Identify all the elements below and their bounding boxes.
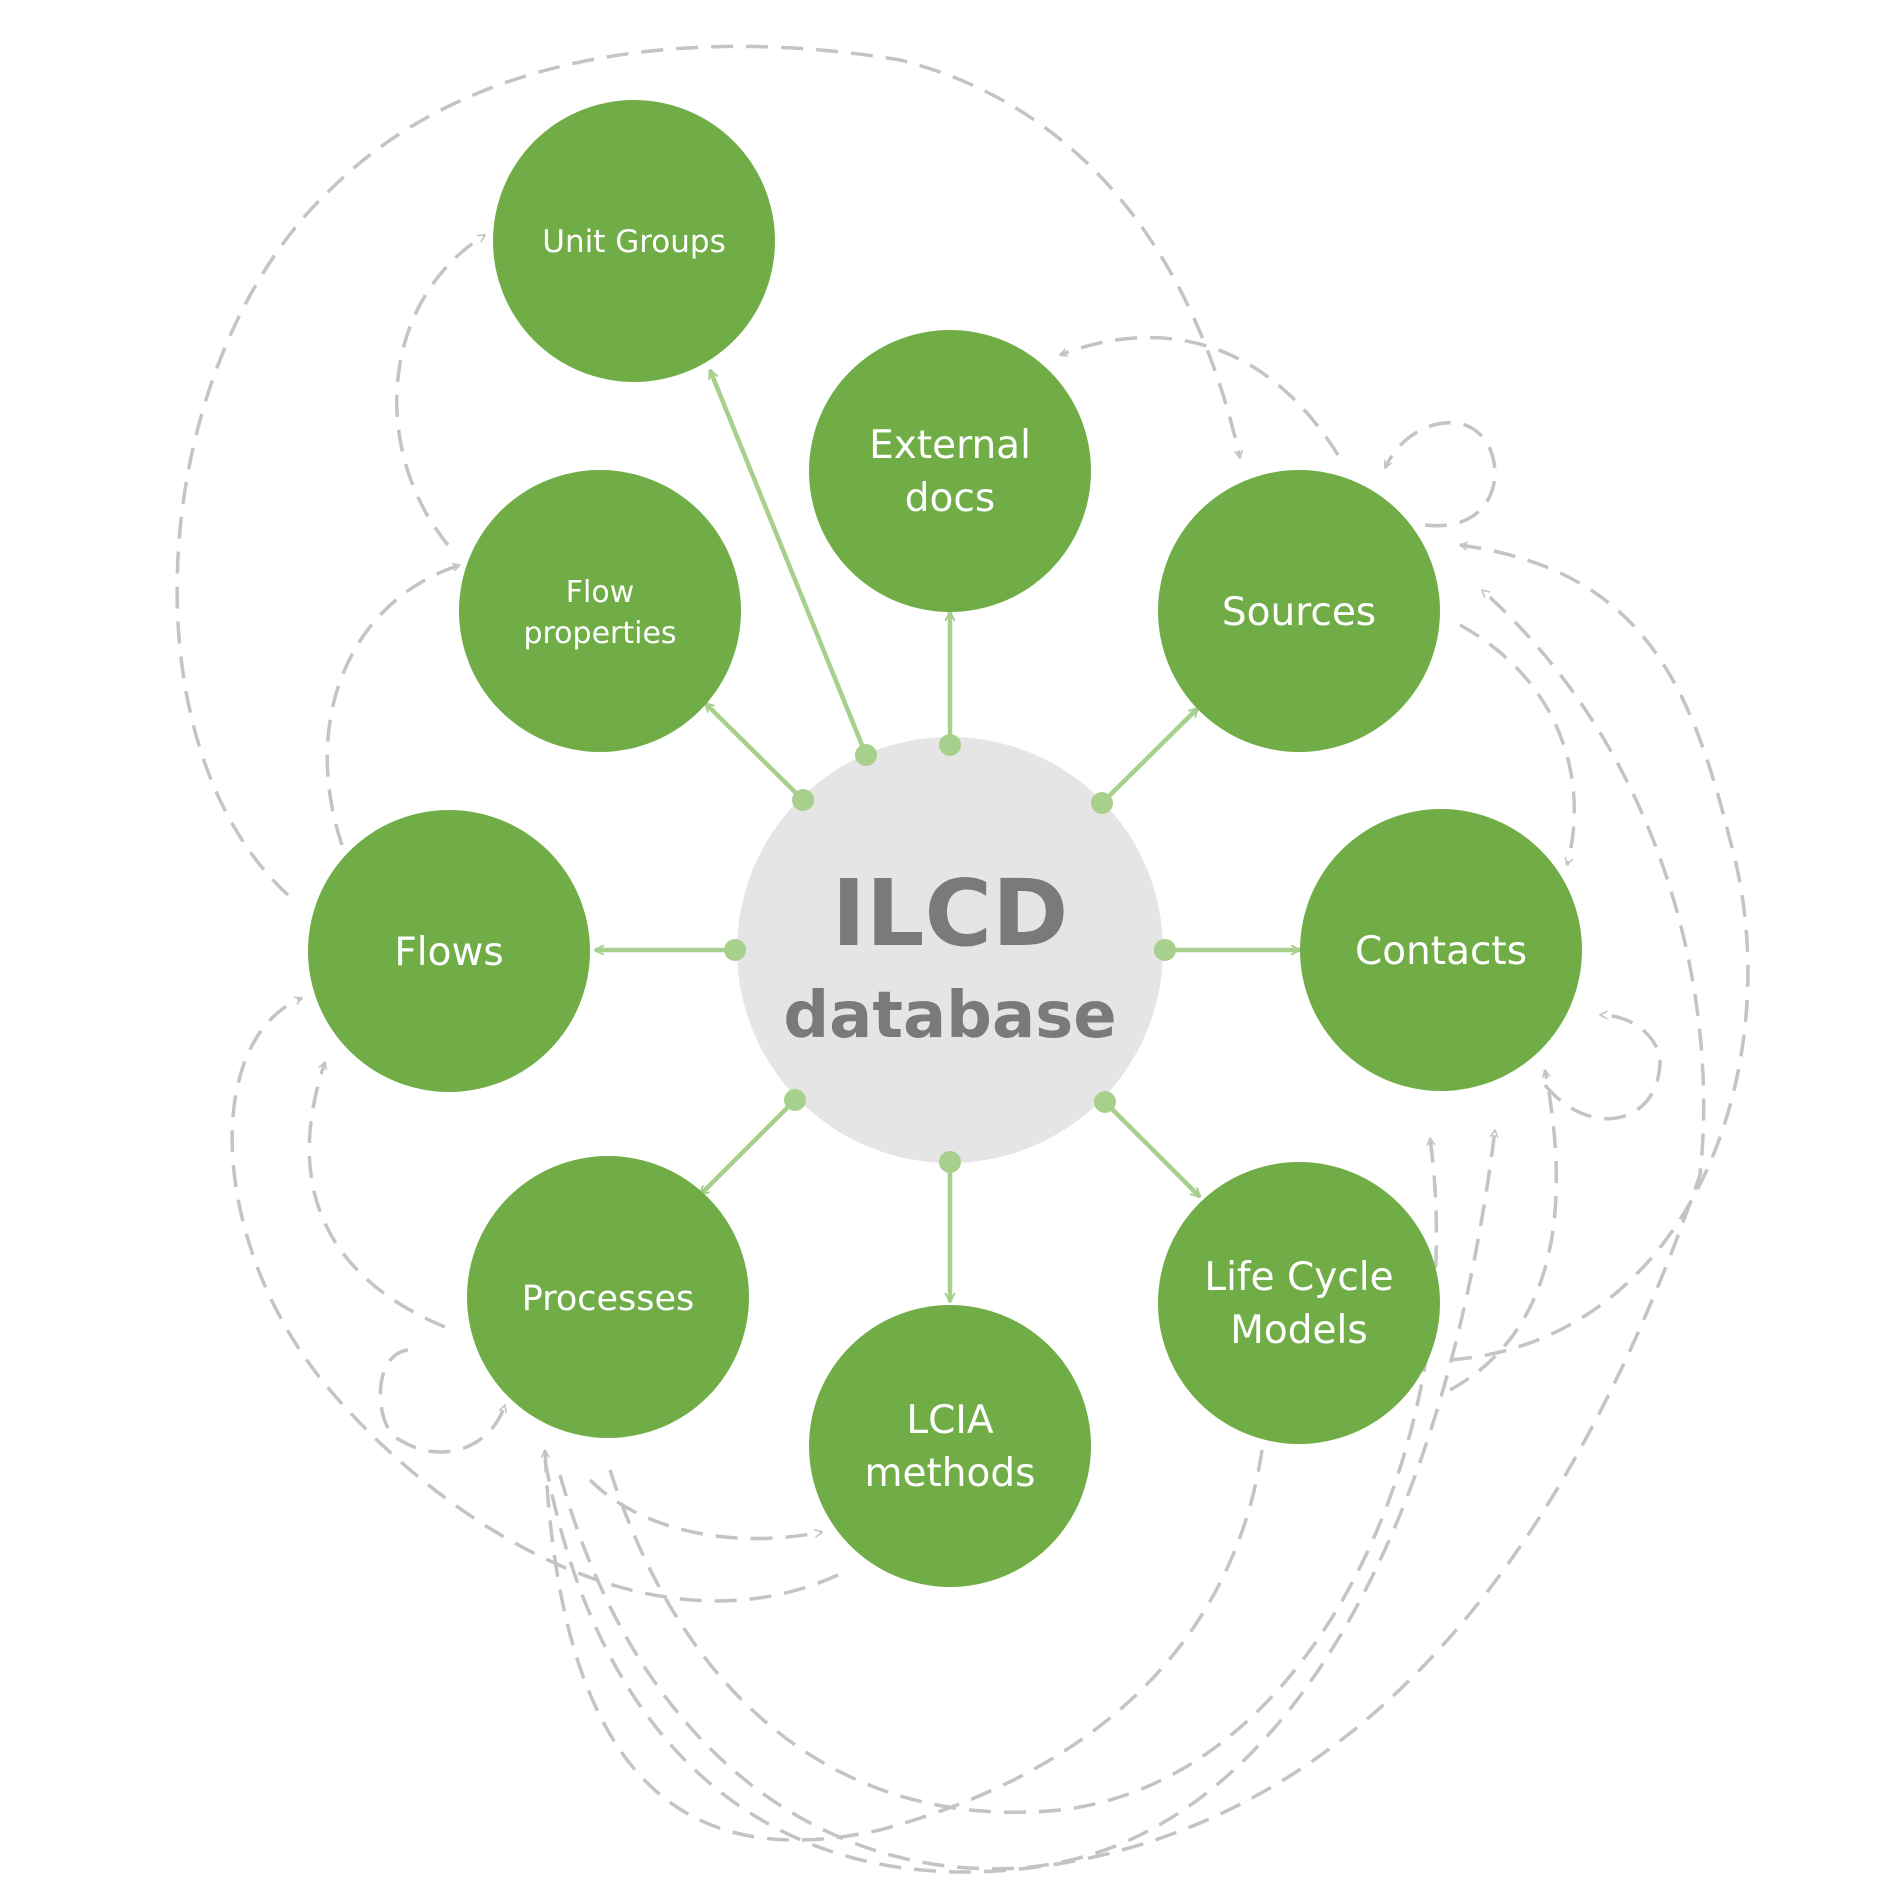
node-unit-groups-circle bbox=[493, 100, 775, 382]
node-flow-properties-label-1: Flow bbox=[566, 575, 634, 610]
node-contacts-label: Contacts bbox=[1355, 929, 1527, 974]
dashed-link-lcm-to-processes bbox=[540, 1449, 1264, 1842]
node-flow-properties: Flow properties bbox=[459, 470, 741, 752]
node-processes-circle bbox=[467, 1156, 749, 1438]
node-flows-label: Flows bbox=[394, 930, 503, 975]
node-external-docs-label-2: docs bbox=[905, 476, 995, 521]
node-life-cycle-models-label-1: Life Cycle bbox=[1204, 1255, 1393, 1300]
spoke-dot bbox=[939, 1151, 961, 1173]
node-unit-groups-label: Unit Groups bbox=[542, 224, 726, 260]
node-contacts-circle bbox=[1300, 809, 1582, 1091]
spoke-dot bbox=[1091, 792, 1113, 814]
dashed-link-processes-to-contacts-long-2 bbox=[608, 1137, 1439, 1815]
spoke-dot bbox=[784, 1089, 806, 1111]
node-lcia-methods-label-2: methods bbox=[865, 1451, 1036, 1496]
ilcd-database-hub bbox=[737, 737, 1163, 1163]
dashed-link-flows-to-flowprops bbox=[325, 562, 461, 846]
spoke-dot bbox=[724, 939, 746, 961]
node-sources-circle bbox=[1158, 470, 1440, 752]
dashed-link-sources-self bbox=[1383, 421, 1497, 528]
node-flow-properties-circle bbox=[459, 470, 741, 752]
node-external-docs: External docs bbox=[809, 330, 1091, 612]
spoke-to-life-cycle-models bbox=[1103, 1100, 1202, 1199]
dashed-link-lcm-to-contacts bbox=[1449, 1069, 1559, 1392]
dashed-link-processes-to-sources-long bbox=[543, 588, 1706, 1874]
dashed-link-flows-to-sources bbox=[175, 44, 1243, 897]
node-lcia-methods-label-1: LCIA bbox=[906, 1398, 993, 1443]
hub-subtitle: database bbox=[783, 979, 1116, 1053]
node-life-cycle-models-label-2: Models bbox=[1230, 1308, 1367, 1353]
spoke-to-processes bbox=[698, 1098, 797, 1197]
node-processes-label: Processes bbox=[522, 1279, 695, 1319]
reference-links bbox=[175, 44, 1750, 1874]
node-flows-circle bbox=[308, 810, 590, 1092]
dashed-link-lcm-to-sources bbox=[1449, 541, 1750, 1362]
node-external-docs-circle bbox=[809, 330, 1091, 612]
dashed-link-contacts-self bbox=[1543, 1010, 1662, 1121]
dashed-link-processes-to-flows-inner bbox=[307, 1061, 446, 1329]
spoke-dot bbox=[1154, 939, 1176, 961]
spoke-to-sources bbox=[1100, 706, 1200, 805]
spoke-to-unit-groups bbox=[707, 369, 869, 756]
dashed-link-processes-to-contacts-long bbox=[558, 1129, 1499, 1871]
node-sources-label: Sources bbox=[1222, 590, 1376, 635]
spoke-to-flow-properties bbox=[703, 701, 805, 802]
hub-title: ILCD bbox=[832, 860, 1069, 967]
node-unit-groups: Unit Groups bbox=[493, 100, 775, 382]
dashed-link-sources-to-contacts bbox=[1459, 623, 1577, 866]
dashed-link-flowprops-to-unitgroups bbox=[395, 233, 486, 547]
spoke-dot bbox=[792, 789, 814, 811]
node-life-cycle-models: Life Cycle Models bbox=[1158, 1162, 1440, 1444]
spoke-dot bbox=[855, 744, 877, 766]
spoke-dot bbox=[1094, 1091, 1116, 1113]
dashed-link-lcia-to-flows bbox=[230, 996, 839, 1603]
node-life-cycle-models-circle bbox=[1158, 1162, 1440, 1444]
node-lcia-methods: LCIA methods bbox=[809, 1305, 1091, 1587]
node-processes: Processes bbox=[467, 1156, 749, 1438]
node-sources: Sources bbox=[1158, 470, 1440, 752]
spoke-dot bbox=[939, 734, 961, 756]
node-external-docs-label-1: External bbox=[869, 423, 1031, 468]
hub-spokes bbox=[594, 369, 1301, 1303]
node-contacts: Contacts bbox=[1300, 809, 1582, 1091]
node-lcia-methods-circle bbox=[809, 1305, 1091, 1587]
dashed-link-processes-to-lcia bbox=[588, 1478, 823, 1541]
dashed-link-processes-self bbox=[378, 1348, 508, 1454]
dashed-link-sources-to-extdocs bbox=[1059, 335, 1340, 456]
node-flow-properties-label-2: properties bbox=[523, 616, 676, 651]
node-flows: Flows bbox=[308, 810, 590, 1092]
